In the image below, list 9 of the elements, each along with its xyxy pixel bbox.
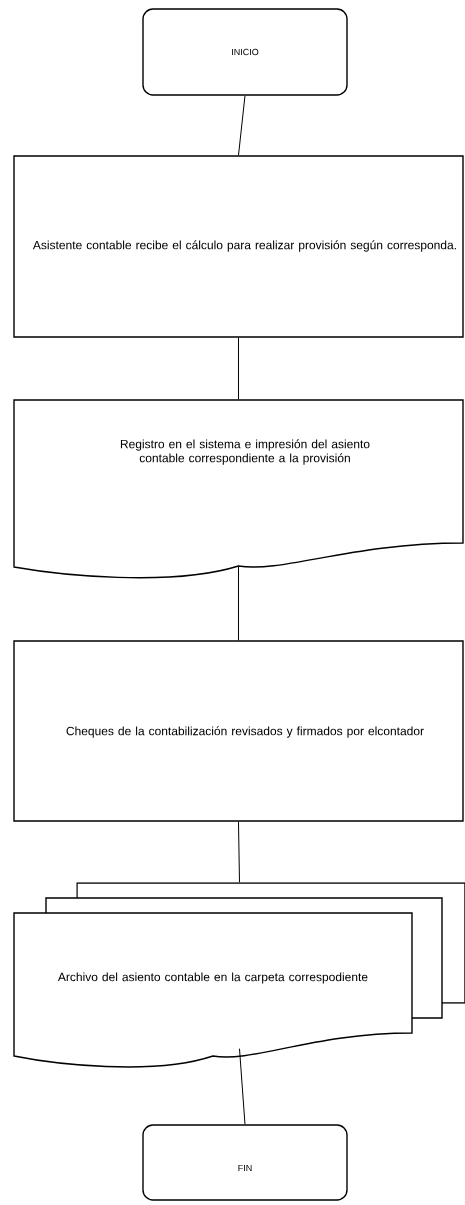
connector-line [238, 95, 246, 156]
process-box: Cheques de la contabilización revisados y firmados por elcontador [13, 640, 464, 822]
process-box: Asistente contable recibe el cálculo para realizar provisión según corresponda. [13, 155, 464, 338]
connector-line [238, 565, 239, 641]
terminal-box: INICIO [142, 8, 348, 96]
connector-line [238, 821, 240, 883]
terminal-box: FIN [142, 1124, 348, 1201]
connector-line [239, 1048, 246, 1125]
connector-line [238, 337, 239, 400]
